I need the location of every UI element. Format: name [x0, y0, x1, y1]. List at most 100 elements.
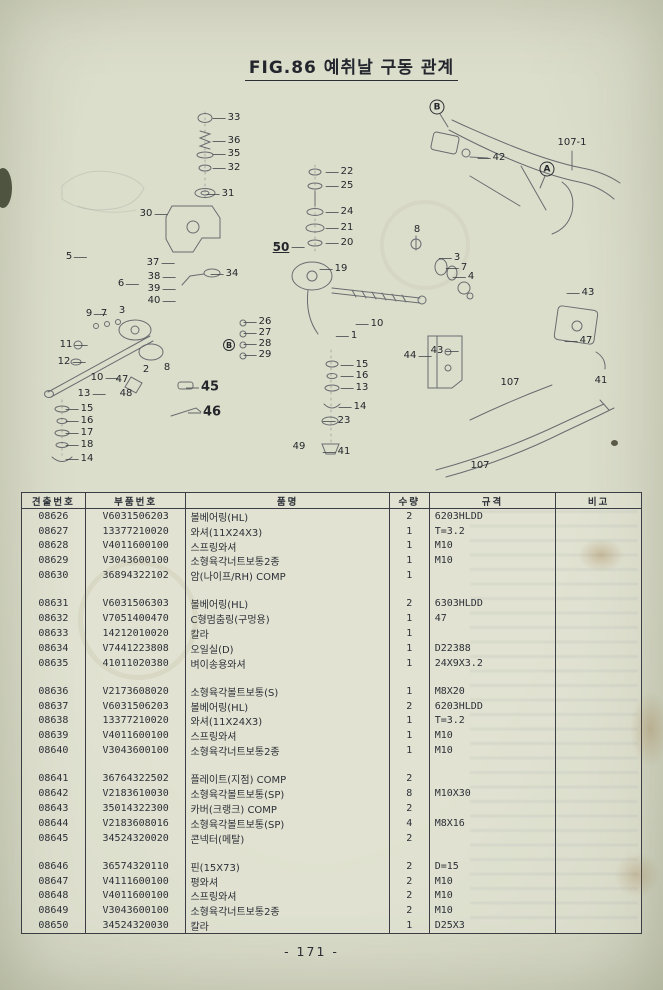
- cell-spec: M10: [430, 538, 557, 554]
- cell-part-no: 13377210020: [86, 713, 187, 729]
- cell-index-no: 08632: [22, 611, 86, 627]
- cell-part-no: V4011600100: [86, 888, 187, 904]
- diagram-callout-26: 26: [243, 316, 272, 327]
- diagram-callout-34: 34: [210, 268, 239, 279]
- cell-qty: 2: [390, 830, 430, 846]
- cell-index-no: 08627: [22, 523, 86, 539]
- diagram-callout-3: 3: [118, 305, 126, 316]
- cell-index-no: 08636: [22, 683, 86, 699]
- separator-cell: [22, 582, 86, 597]
- cell-index-no: 08633: [22, 626, 86, 641]
- cell-qty: 1: [390, 568, 430, 583]
- cell-index-no: 08650: [22, 918, 86, 933]
- diagram-callout-39: 39: [147, 283, 175, 294]
- figure-title-text: FIG.86 예취날 구동 관계: [244, 53, 459, 81]
- cell-index-no: 08649: [22, 903, 86, 919]
- cell-remarks: [556, 771, 641, 786]
- cell-spec: T=3.2: [430, 523, 557, 539]
- diagram-line-art: [44, 111, 621, 478]
- cell-part-name: 소형육각너트보통2종: [186, 903, 390, 919]
- separator-cell: [22, 670, 86, 684]
- diagram-callout-35: 35: [212, 148, 241, 159]
- cell-part-name: C형멈춤링(구멍용): [186, 611, 390, 627]
- diagram-callout-1: 1: [334, 330, 358, 341]
- separator-cell: [86, 757, 187, 772]
- diagram-callout-43: 43: [430, 345, 458, 356]
- separator-cell: [390, 670, 430, 684]
- separator-cell: [430, 757, 557, 772]
- cell-remarks: [556, 539, 641, 554]
- diagram-callout-17: 17: [65, 427, 94, 438]
- cell-part-no: 13377210020: [86, 523, 187, 539]
- cell-part-no: V3043600100: [86, 743, 187, 758]
- cell-part-no: V7051400470: [86, 611, 187, 627]
- diagram-callout-24: 24: [325, 206, 354, 217]
- cell-spec: M10: [430, 728, 557, 744]
- diagram-callout-7: 7: [100, 308, 108, 319]
- cell-spec: 6203HLDD: [430, 698, 557, 714]
- cell-part-name: 소형육각볼트보통(S): [186, 683, 390, 699]
- cell-spec: [430, 830, 557, 846]
- diagram-callout-30: 30: [139, 208, 167, 219]
- cell-part-no: V3043600100: [86, 903, 187, 919]
- cell-remarks: [556, 684, 641, 699]
- separator-cell: [390, 757, 430, 772]
- diagram-callout-6: 6: [117, 278, 141, 289]
- cell-part-name: 와셔(11X24X3): [186, 523, 390, 539]
- separator-cell: [86, 845, 187, 859]
- cell-qty: 4: [390, 815, 430, 831]
- group-separator-row: [22, 757, 641, 772]
- cell-remarks: [556, 524, 641, 539]
- diagram-callout-16: 16: [65, 415, 94, 426]
- cell-part-no: 35014322300: [86, 801, 187, 816]
- cell-part-no: V2173608020: [86, 683, 187, 699]
- cell-spec: [430, 626, 557, 641]
- cell-qty: 2: [390, 903, 430, 919]
- diagram-callout-107: 107: [470, 460, 490, 471]
- diagram-callout-27: 27: [243, 327, 272, 338]
- separator-cell: [186, 757, 390, 772]
- diagram-callout-41: 41: [322, 446, 351, 457]
- cell-spec: D25X3: [430, 918, 557, 933]
- cell-remarks: [556, 699, 641, 714]
- cell-part-no: V4111600100: [86, 873, 187, 889]
- cell-remarks: [556, 918, 641, 933]
- cell-remarks: [556, 626, 641, 641]
- cell-part-name: 칼라: [186, 626, 390, 641]
- diagram-callout-14: 14: [65, 453, 94, 464]
- cell-qty: 2: [390, 771, 430, 787]
- cell-index-no: 08645: [22, 830, 86, 846]
- diagram-callout-11: 11: [59, 339, 87, 350]
- cell-remarks: [556, 831, 641, 846]
- diagram-callout-48: 48: [119, 388, 133, 399]
- cell-index-no: 08641: [22, 771, 86, 787]
- cell-index-no: 08646: [22, 858, 86, 874]
- diagram-callout-14: 14: [338, 401, 367, 412]
- diagram-callout-22: 22: [325, 166, 354, 177]
- diagram-callout-47: 47: [564, 335, 593, 346]
- cell-spec: T=3.2: [430, 713, 557, 729]
- diagram-callout-13: 13: [77, 388, 105, 399]
- separator-cell: [430, 845, 557, 859]
- cell-remarks: [556, 596, 641, 611]
- diagram-callout-37: 37: [146, 257, 174, 268]
- diagram-callout-21: 21: [325, 222, 354, 233]
- cell-part-name: 암(나이프/RH) COMP: [186, 568, 390, 583]
- cell-part-name: 소형육각볼트보통(SP): [186, 815, 390, 831]
- cell-index-no: 08642: [22, 786, 86, 802]
